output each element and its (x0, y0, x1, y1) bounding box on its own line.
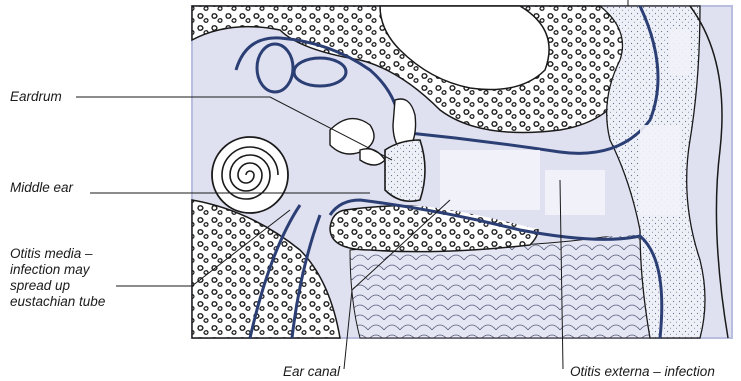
otitis-externa-label: Otitis externa – infection (570, 364, 715, 380)
eardrum-label: Eardrum (10, 89, 62, 105)
middle-ear-label: Middle ear (10, 180, 73, 196)
ear-canal-label: Ear canal (283, 364, 340, 380)
otitis-media-label: Otitis media – infection may spread up e… (10, 246, 105, 310)
otitis-media-line-3: spread up (10, 278, 105, 294)
otitis-media-line-2: infection may (10, 262, 105, 278)
otitis-media-line-4: eustachian tube (10, 294, 105, 310)
eardrum-membrane (385, 140, 425, 201)
cochlea (212, 137, 288, 213)
otitis-media-line-1: Otitis media – (10, 246, 105, 262)
